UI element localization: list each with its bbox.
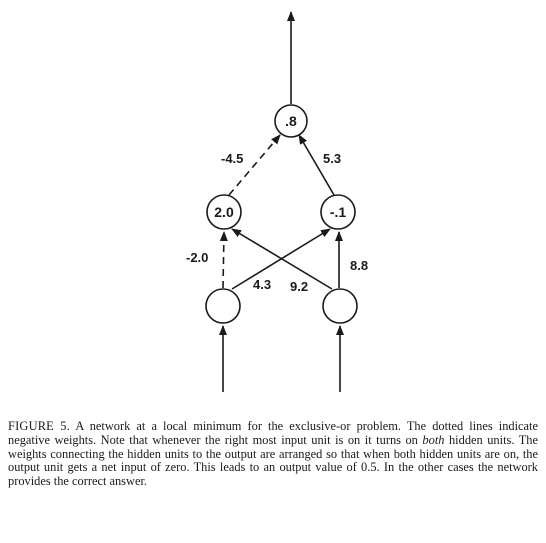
caption-text-part-2: hidden units. The weights connecting the… [8,432,538,489]
hidden-unit-left-value: 2.0 [214,204,234,220]
hidden-unit-right-value: -.1 [330,204,347,220]
edge-input-right-to-hidden-left [231,228,333,290]
edge-input-left-to-hidden-left [219,231,228,289]
weight-input-right-to-hidden-left: 9.2 [290,279,308,294]
weight-input-right-to-hidden-right: 8.8 [350,258,368,273]
output-unit-value: .8 [285,113,297,129]
caption-emphasis: both [422,432,445,447]
edge-hidden-right-to-output [298,134,335,196]
input-unit-right [322,288,358,324]
network-diagram: .8 2.0 -.1 -4.5 5.3 -2.0 4.3 9.2 8.8 [186,11,368,392]
weight-input-left-to-hidden-right: 4.3 [253,277,271,292]
hidden-unit-right: -.1 [320,194,356,230]
weight-hidden-right-to-output: 5.3 [323,151,341,166]
weight-input-left-to-hidden-left: -2.0 [186,250,208,265]
figure-label: FIGURE 5. [8,419,70,433]
edge-hidden-left-to-output [228,134,281,196]
weight-hidden-left-to-output: -4.5 [221,151,243,166]
caption-text-part-1: A network at a local minimum for the exc… [8,419,538,447]
output-unit: .8 [274,104,308,138]
figure-caption: FIGURE 5. A network at a local minimum f… [8,419,538,489]
input-unit-left [205,288,241,324]
hidden-unit-left: 2.0 [206,194,242,230]
